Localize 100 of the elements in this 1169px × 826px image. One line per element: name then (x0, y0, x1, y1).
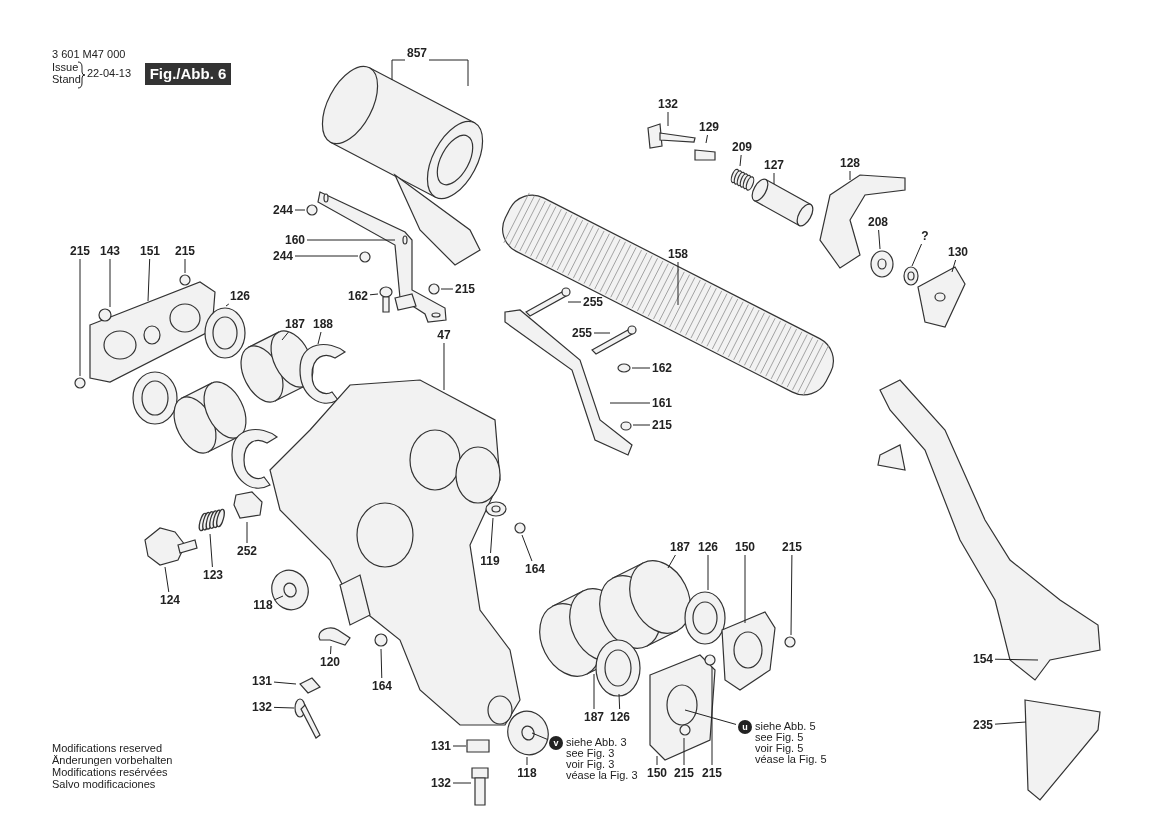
leader-line (369, 293, 379, 296)
leader-line (109, 258, 111, 308)
callout-number: 150 (647, 766, 667, 780)
note-text: Änderungen vorbehalten (52, 754, 173, 766)
callout-number: 255 (583, 295, 603, 309)
leader-line (209, 533, 213, 568)
leader-line (618, 693, 621, 710)
cross-reference-note: siehe Abb. 3 see Fig. 3 voir Fig. 3 véase la Fig. 3 (566, 737, 638, 781)
callout-number: 132 (658, 97, 678, 111)
leader-line (790, 554, 793, 636)
leader-line (711, 666, 713, 766)
note-text: Modifications resérvées (52, 766, 168, 778)
leader-line (281, 331, 289, 341)
leader-line (440, 288, 454, 290)
leader-line (593, 332, 611, 334)
callout-number: 215 (674, 766, 694, 780)
callout-number: 154 (973, 652, 993, 666)
leader-line (330, 645, 332, 655)
callout-number: 129 (699, 120, 719, 134)
reference-marker: v (549, 736, 563, 750)
note-text: Issue (52, 61, 79, 73)
leader-line (667, 554, 676, 569)
callout-number: 209 (732, 140, 752, 154)
callout-number: 188 (313, 317, 333, 331)
note-text: 22-04-13 (87, 67, 132, 79)
leader-line (79, 258, 81, 377)
callout-number: 215 (175, 244, 195, 258)
leader-line (246, 521, 248, 544)
leader-line (707, 554, 709, 591)
leader-line (705, 134, 708, 144)
leader-line (380, 648, 383, 679)
callout-number: 162 (348, 289, 368, 303)
note-text: 3 601 M47 000 (52, 48, 126, 60)
callout-number: 143 (100, 244, 120, 258)
leader-line (773, 172, 775, 185)
leader-line (878, 229, 881, 250)
leader-line (994, 721, 1027, 725)
leader-line (656, 755, 658, 766)
callout-number: 161 (652, 396, 672, 410)
leader-line (273, 706, 295, 709)
leader-line (994, 658, 1039, 661)
leader-line (273, 681, 297, 685)
callout-number: 130 (948, 245, 968, 259)
callout-number: 118 (253, 598, 273, 612)
callout-number: 235 (973, 718, 993, 732)
callout-number: ? (921, 229, 929, 243)
leader-line (147, 258, 151, 302)
callout-number: 132 (252, 700, 272, 714)
leader-line (677, 261, 679, 306)
callout-number: 118 (517, 766, 537, 780)
callout-number: 244 (273, 203, 293, 217)
callout-number: 215 (455, 282, 475, 296)
leader-line (632, 424, 651, 426)
leader-line (428, 59, 469, 87)
callout-number: 255 (572, 326, 592, 340)
callout-number: 131 (431, 739, 451, 753)
figure-number: Fig./Abb. 6 (144, 63, 232, 85)
leader-line (294, 255, 359, 257)
callout-number: 150 (735, 540, 755, 554)
leader-line (567, 301, 582, 303)
leader-line (443, 342, 445, 391)
callout-number: 857 (407, 46, 427, 60)
callout-number: 127 (764, 158, 784, 172)
leader-line (306, 239, 396, 241)
callout-number: 215 (782, 540, 802, 554)
leader-line (531, 732, 548, 740)
callout-number: 119 (480, 554, 500, 568)
callout-number: 124 (160, 593, 180, 607)
leader-line (526, 756, 528, 766)
leader-line (609, 402, 651, 404)
leader-line (391, 59, 406, 81)
callout-number: 126 (698, 540, 718, 554)
cross-reference-note: siehe Abb. 5 see Fig. 5 voir Fig. 5 véase la Fig. 5 (755, 721, 827, 765)
callout-number: 132 (431, 776, 451, 790)
leader-line (849, 170, 851, 181)
callout-number: 215 (702, 766, 722, 780)
note-text: Salvo modificaciones (52, 778, 156, 790)
leader-line (593, 673, 595, 710)
leader-line (521, 534, 533, 562)
callout-number: 208 (868, 215, 888, 229)
leader-line (452, 782, 472, 784)
callout-number: 120 (320, 655, 340, 669)
leader-line (490, 517, 494, 554)
callout-number: 187 (670, 540, 690, 554)
note-text: Stand (52, 73, 81, 85)
note-text: Modifications reserved (52, 742, 163, 754)
callout-number: 160 (285, 233, 305, 247)
callout-number: 244 (273, 249, 293, 263)
leader-line (667, 111, 669, 127)
leader-line (951, 259, 957, 273)
callout-number: 187 (285, 317, 305, 331)
callout-number: 164 (372, 679, 392, 693)
leader-line (683, 737, 685, 766)
callout-number: 164 (525, 562, 545, 576)
callout-number: 131 (252, 674, 272, 688)
callout-number: 215 (70, 244, 90, 258)
callout-number: 47 (437, 328, 451, 342)
leader-line (739, 154, 742, 167)
leader-line (452, 745, 467, 747)
leader-line (274, 595, 284, 601)
